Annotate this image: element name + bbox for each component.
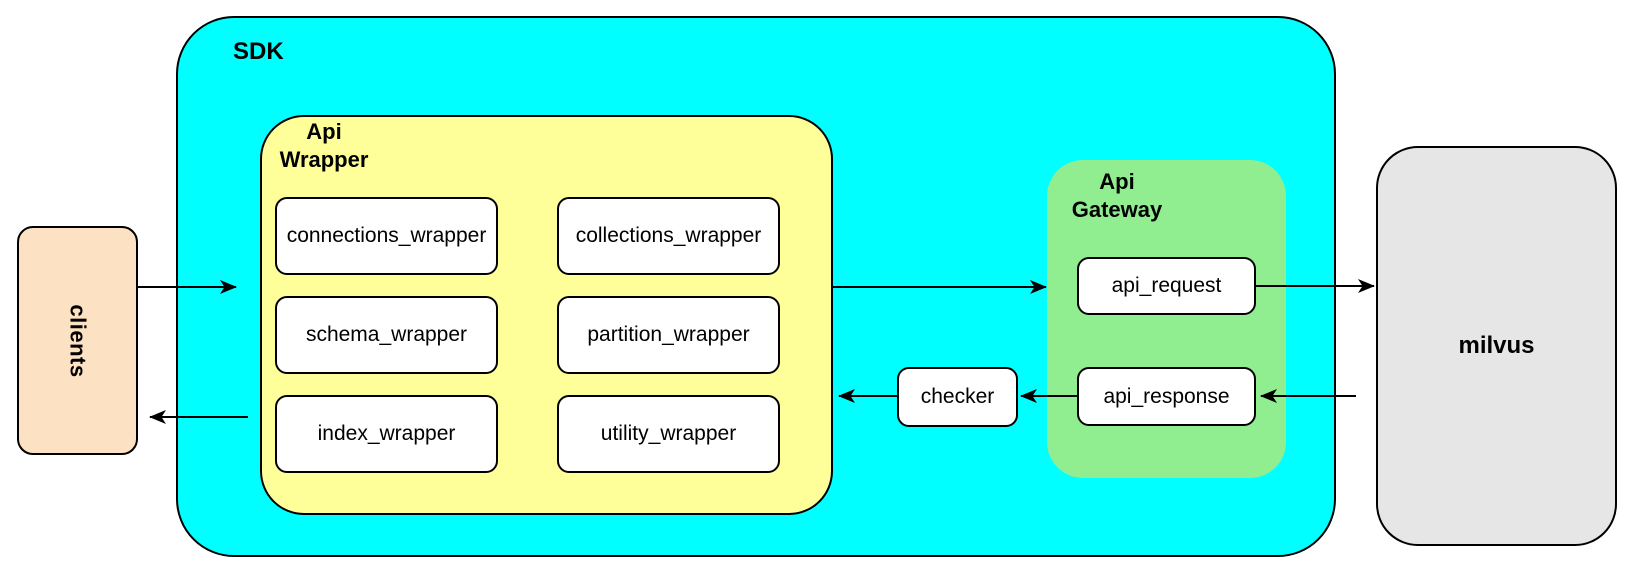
box-clients: clients <box>17 226 138 455</box>
api-gateway-label: Api Gateway <box>1071 169 1163 222</box>
box-partition-wrapper: partition_wrapper <box>557 296 780 374</box>
box-api-request: api_request <box>1077 257 1256 315</box>
clients-label: clients <box>65 303 91 378</box>
box-api-response: api_response <box>1077 367 1256 426</box>
box-collections-wrapper: collections_wrapper <box>557 197 780 275</box>
box-connections-wrapper: connections_wrapper <box>275 197 498 275</box>
sdk-label: SDK <box>233 38 284 65</box>
box-index-wrapper: index_wrapper <box>275 395 498 473</box>
box-checker: checker <box>897 367 1018 427</box>
api-wrapper-label: Api Wrapper <box>279 119 369 172</box>
box-utility-wrapper: utility_wrapper <box>557 395 780 473</box>
api-wrapper-modules: connections_wrapper collections_wrapper … <box>275 197 780 473</box>
box-schema-wrapper: schema_wrapper <box>275 296 498 374</box>
box-milvus: milvus <box>1376 146 1617 546</box>
